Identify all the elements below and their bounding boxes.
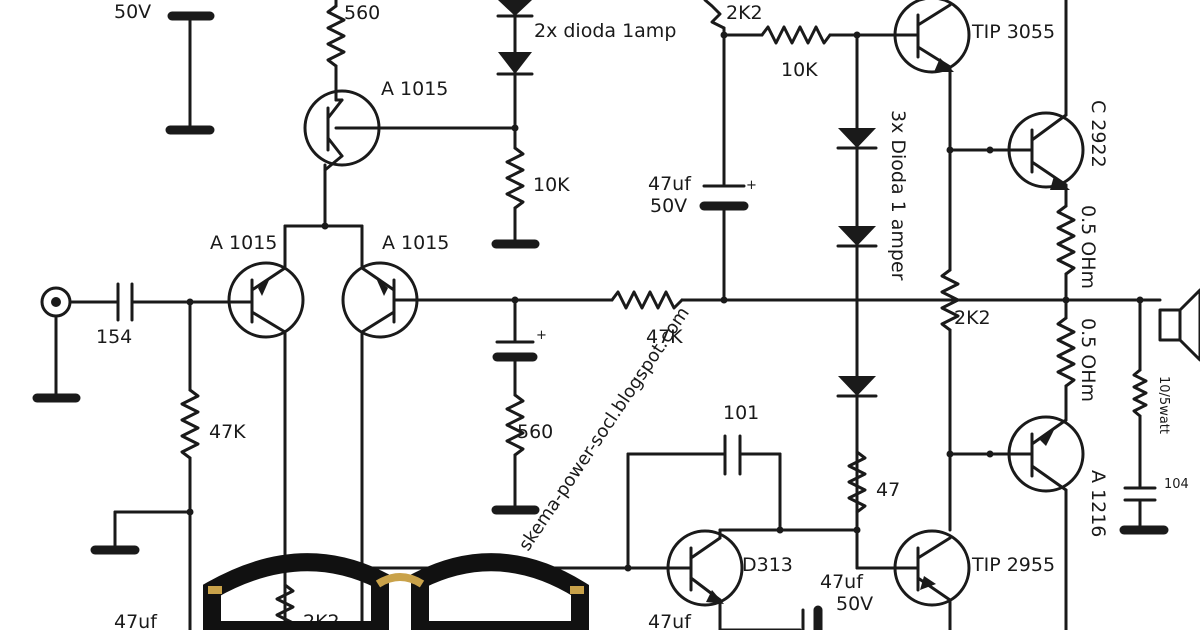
capacitor-104-label: 104 <box>1164 477 1189 492</box>
input-jack <box>32 286 120 403</box>
resistor-560-top-label: 560 <box>344 2 380 24</box>
transistor-d313-label: D313 <box>742 554 793 576</box>
transistor-a1015-top <box>303 89 517 172</box>
eyeglasses-image <box>203 553 589 630</box>
diodes-2x-label: 2x dioda 1amp <box>534 20 676 42</box>
capacitor-101-label: 101 <box>723 402 759 424</box>
resistor-05-bottom <box>1056 298 1076 422</box>
resistor-560-mid-label: 560 <box>517 421 553 443</box>
capacitor-101 <box>624 434 784 572</box>
capacitor-47uf-mid-label: 47uf <box>648 173 692 195</box>
transistor-a1216-label: A 1216 <box>1087 470 1109 537</box>
speaker-icon <box>1138 288 1200 362</box>
capacitor-47uf-bottom-left-label: 47uf <box>114 611 158 630</box>
transistor-tip3055-label: TIP 3055 <box>971 21 1055 43</box>
resistor-2k2-top-label: 2K2 <box>726 2 763 24</box>
resistor-10k-left-label: 10K <box>533 174 570 196</box>
transistor-c2922-label: C 2922 <box>1087 100 1109 168</box>
resistor-10k-top <box>722 25 902 45</box>
capacitor-47uf-bottom2-label: 47uf <box>648 611 692 630</box>
resistor-05-bottom-label: 0.5 OHm <box>1077 318 1099 402</box>
resistor-10k-left <box>491 126 540 249</box>
capacitor-top-left <box>165 11 215 135</box>
resistor-05-top-label: 0.5 OHm <box>1077 205 1099 289</box>
transistor-tip3055 <box>893 0 971 272</box>
resistor-10-5watt-label: 10/5watt <box>1156 376 1171 434</box>
transistor-a1015-top-label: A 1015 <box>381 78 448 100</box>
transistor-tip2955-label: TIP 2955 <box>971 554 1055 576</box>
diodes-3x <box>836 33 878 532</box>
resistor-47k-vertical-label: 47K <box>209 421 246 443</box>
resistor-47k-horizontal-label: 47K <box>646 326 683 348</box>
capacitor-mid-feedback <box>492 298 538 397</box>
resistor-47k-vertical <box>90 300 200 630</box>
resistor-560-mid <box>491 393 540 515</box>
resistor-2k2-right <box>940 146 1014 532</box>
capacitor-154 <box>116 282 254 322</box>
diodes-3x-label: 3x Dioda 1 amper <box>887 110 909 281</box>
resistor-2k2-top <box>703 0 728 39</box>
transistor-a1015-diff-left-label: A 1015 <box>210 232 277 254</box>
capacitor-47uf-mid <box>699 33 749 302</box>
transistor-tip2955 <box>855 528 971 630</box>
resistor-2k2-right-label: 2K2 <box>954 307 991 329</box>
capacitor-154-label: 154 <box>96 326 132 348</box>
capacitor-47uf-mid-voltage: 50V <box>650 195 687 217</box>
capacitor-47uf-bottom-label: 47uf <box>820 571 864 593</box>
zobel-network <box>1119 296 1169 535</box>
transistor-c2922 <box>1007 0 1085 190</box>
cap-top-left-voltage-label: 50V <box>114 1 151 23</box>
transistor-a1015-diff-right-label: A 1015 <box>382 232 449 254</box>
transistor-a1216 <box>1007 415 1085 630</box>
plus-sign: + <box>746 178 757 193</box>
plus-sign: + <box>536 328 547 343</box>
resistor-47k-horizontal <box>513 290 1142 310</box>
transistor-d313 <box>360 528 859 630</box>
resistor-10k-top-label: 10K <box>781 59 818 81</box>
capacitor-47uf-bottom-voltage: 50V <box>836 593 873 615</box>
resistor-560-top <box>326 0 346 102</box>
resistor-47-label: 47 <box>876 479 900 501</box>
capacitor-47uf-bottom <box>718 605 823 630</box>
resistor-05-top <box>1056 183 1076 304</box>
diodes-2x <box>496 0 534 132</box>
